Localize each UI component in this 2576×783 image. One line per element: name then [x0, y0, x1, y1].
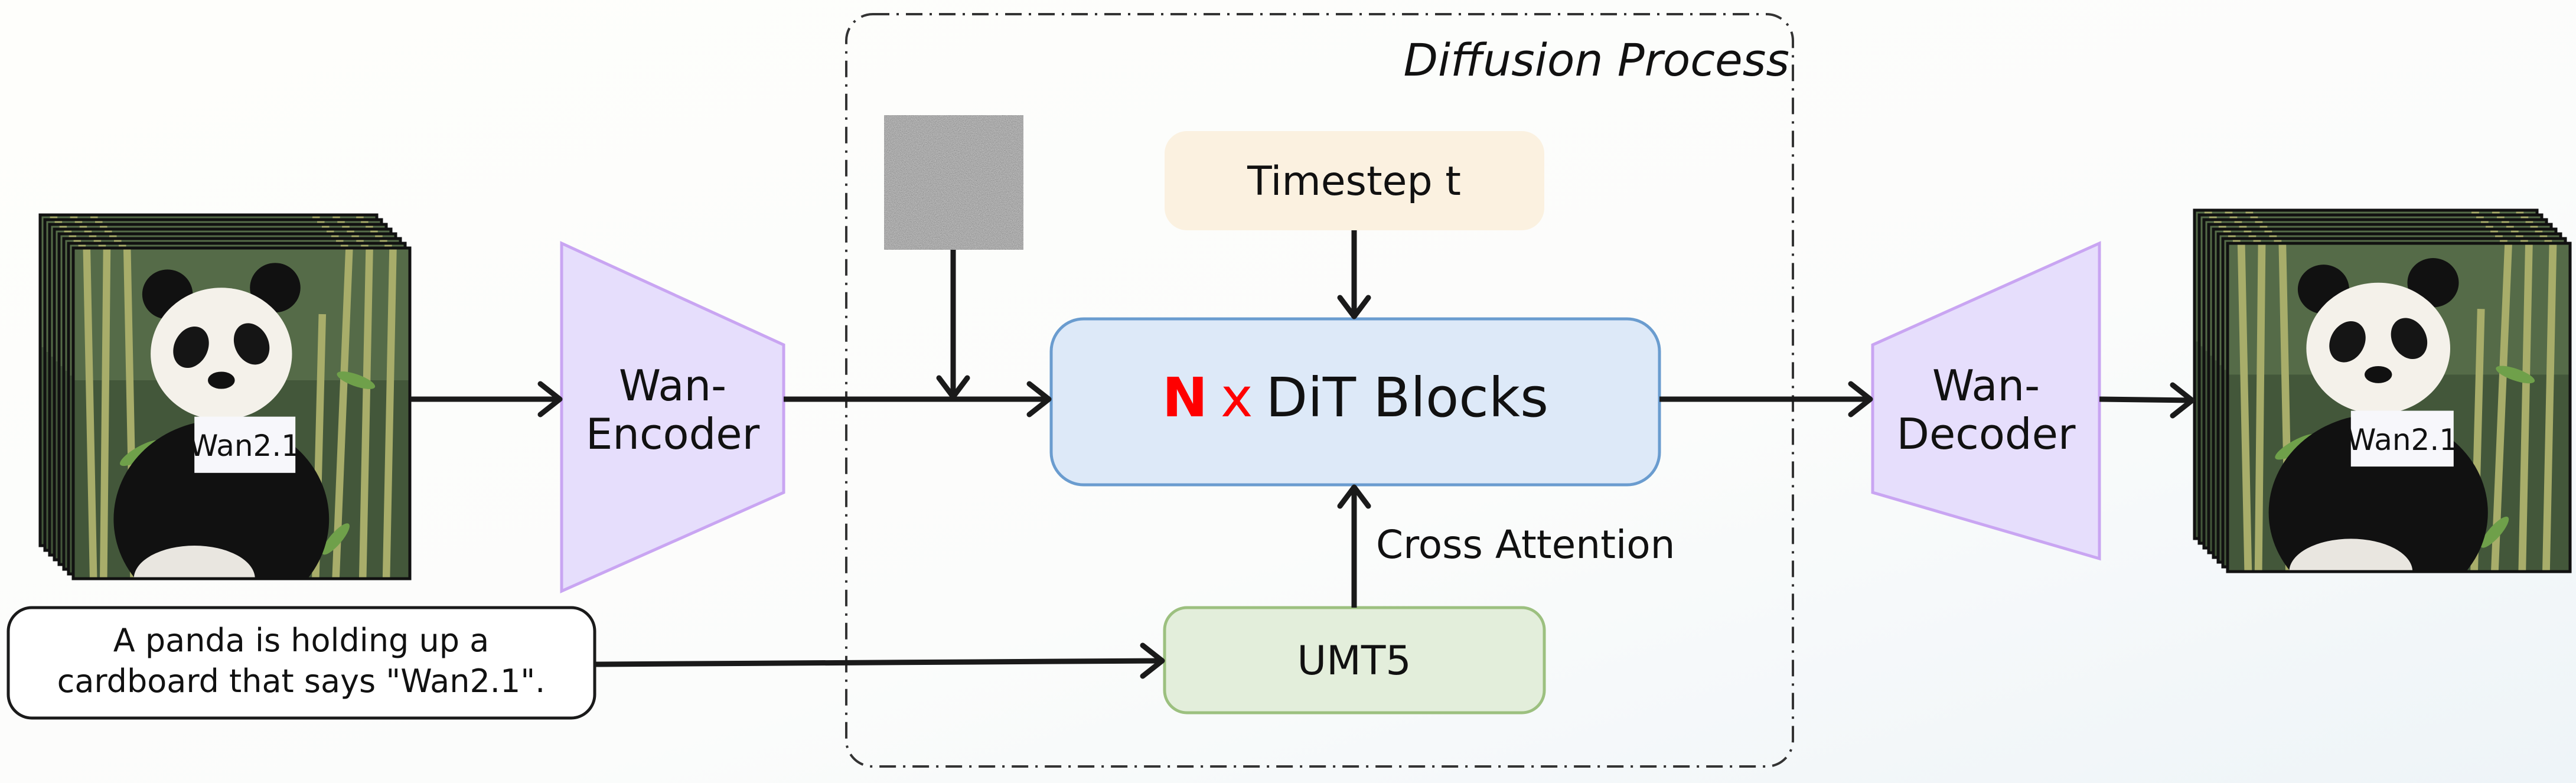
umt5-label: UMT5 [1297, 638, 1411, 684]
dit-times: x [1221, 366, 1253, 429]
cross-attention-label: Cross Attention [1376, 522, 1675, 567]
prompt-line2: cardboard that says "Wan2.1". [57, 663, 546, 700]
wan-encoder-block [560, 241, 785, 593]
arrow-video-to-encoder [410, 381, 563, 417]
output-video-sign-text: Wan2.1 [2347, 423, 2458, 457]
arrow-prompt-to-umt5 [594, 642, 1165, 679]
wan-decoder-block [1871, 241, 2101, 561]
input-video-frame-border [71, 246, 412, 580]
input-video-sign-text: Wan2.1 [189, 429, 300, 463]
arrow-dit-to-decoder [1659, 381, 1873, 417]
diffusion-process-boundary [845, 13, 1794, 768]
input-video-frames [38, 213, 412, 580]
encoder-label-line1: Wan- [619, 361, 726, 410]
timestep-label: Timestep t [1247, 158, 1461, 205]
timestep-box [1165, 131, 1544, 230]
encoder-label-line2: Encoder [586, 409, 760, 459]
arrow-umt5-to-dit [1337, 484, 1371, 608]
arrow-noise-to-main [936, 250, 970, 400]
noise-texture [884, 115, 1023, 250]
prompt-line1: A panda is holding up a [113, 622, 490, 659]
arrow-encoder-to-dit [784, 381, 1052, 417]
decoder-label-line2: Decoder [1897, 409, 2076, 459]
dit-label: DiT Blocks [1266, 366, 1548, 429]
dit-count-n: N [1162, 366, 1208, 429]
output-video-frame-border [2226, 242, 2572, 573]
diffusion-process-label: Diffusion Process [1404, 34, 1790, 86]
decoder-label-line1: Wan- [1932, 361, 2040, 410]
arrow-timestep-to-dit [1337, 230, 1371, 319]
arrow-decoder-to-video [2099, 382, 2195, 419]
output-video-frames [2193, 208, 2572, 573]
